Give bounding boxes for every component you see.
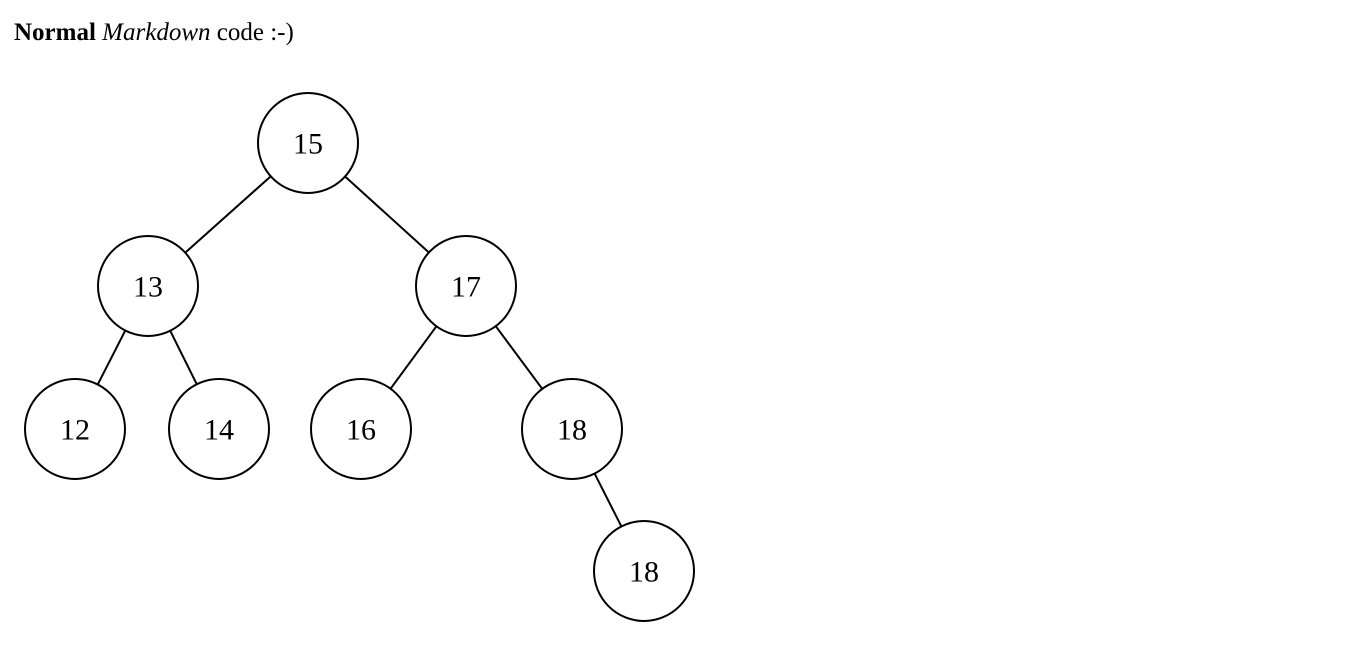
- tree-node-circle[interactable]: [593, 520, 695, 622]
- tree-node-label: 15: [293, 128, 323, 161]
- page-caption: Normal Markdown code :-): [14, 17, 294, 48]
- tree-edge-e17-16: [389, 325, 438, 390]
- tree-node-label: 16: [346, 414, 376, 447]
- caption-bold-word: Normal: [14, 19, 96, 46]
- tree-node-circle[interactable]: [521, 378, 623, 480]
- tree-node-label: 12: [60, 414, 90, 447]
- tree-edge-e15-17: [344, 175, 430, 254]
- tree-node-13-n13[interactable]: 13: [97, 235, 199, 337]
- tree-node-15-n15[interactable]: 15: [257, 92, 359, 194]
- tree-node-label: 13: [133, 271, 163, 304]
- tree-node-label: 14: [204, 414, 234, 447]
- tree-node-12-n12[interactable]: 12: [24, 378, 126, 480]
- tree-nodes-group: 15 13 17 12 14 16 18 18: [24, 92, 695, 622]
- tree-edge-e18a-18b: [593, 473, 623, 527]
- tree-edge-e13-14: [169, 330, 198, 385]
- tree-edges-group: [96, 175, 623, 527]
- tree-node-17-n17[interactable]: 17: [415, 235, 517, 337]
- tree-node-circle[interactable]: [415, 235, 517, 337]
- tree-edge-e17-18a: [494, 325, 544, 390]
- tree-node-14-n14[interactable]: 14: [168, 378, 270, 480]
- tree-node-16-n16[interactable]: 16: [310, 378, 412, 480]
- tree-node-label: 17: [451, 271, 481, 304]
- caption-italic-word: Markdown: [102, 19, 211, 46]
- tree-node-circle[interactable]: [24, 378, 126, 480]
- tree-node-circle[interactable]: [310, 378, 412, 480]
- tree-node-18-n18a[interactable]: 18: [521, 378, 623, 480]
- tree-node-label: 18: [629, 556, 659, 589]
- tree-node-circle[interactable]: [97, 235, 199, 337]
- tree-node-circle[interactable]: [168, 378, 270, 480]
- tree-node-circle[interactable]: [257, 92, 359, 194]
- tree-node-18-n18b[interactable]: 18: [593, 520, 695, 622]
- tree-node-label: 18: [557, 414, 587, 447]
- tree-edge-e15-13: [184, 175, 272, 254]
- tree-edge-e13-12: [96, 330, 127, 385]
- caption-plain-text: code :-): [216, 19, 294, 46]
